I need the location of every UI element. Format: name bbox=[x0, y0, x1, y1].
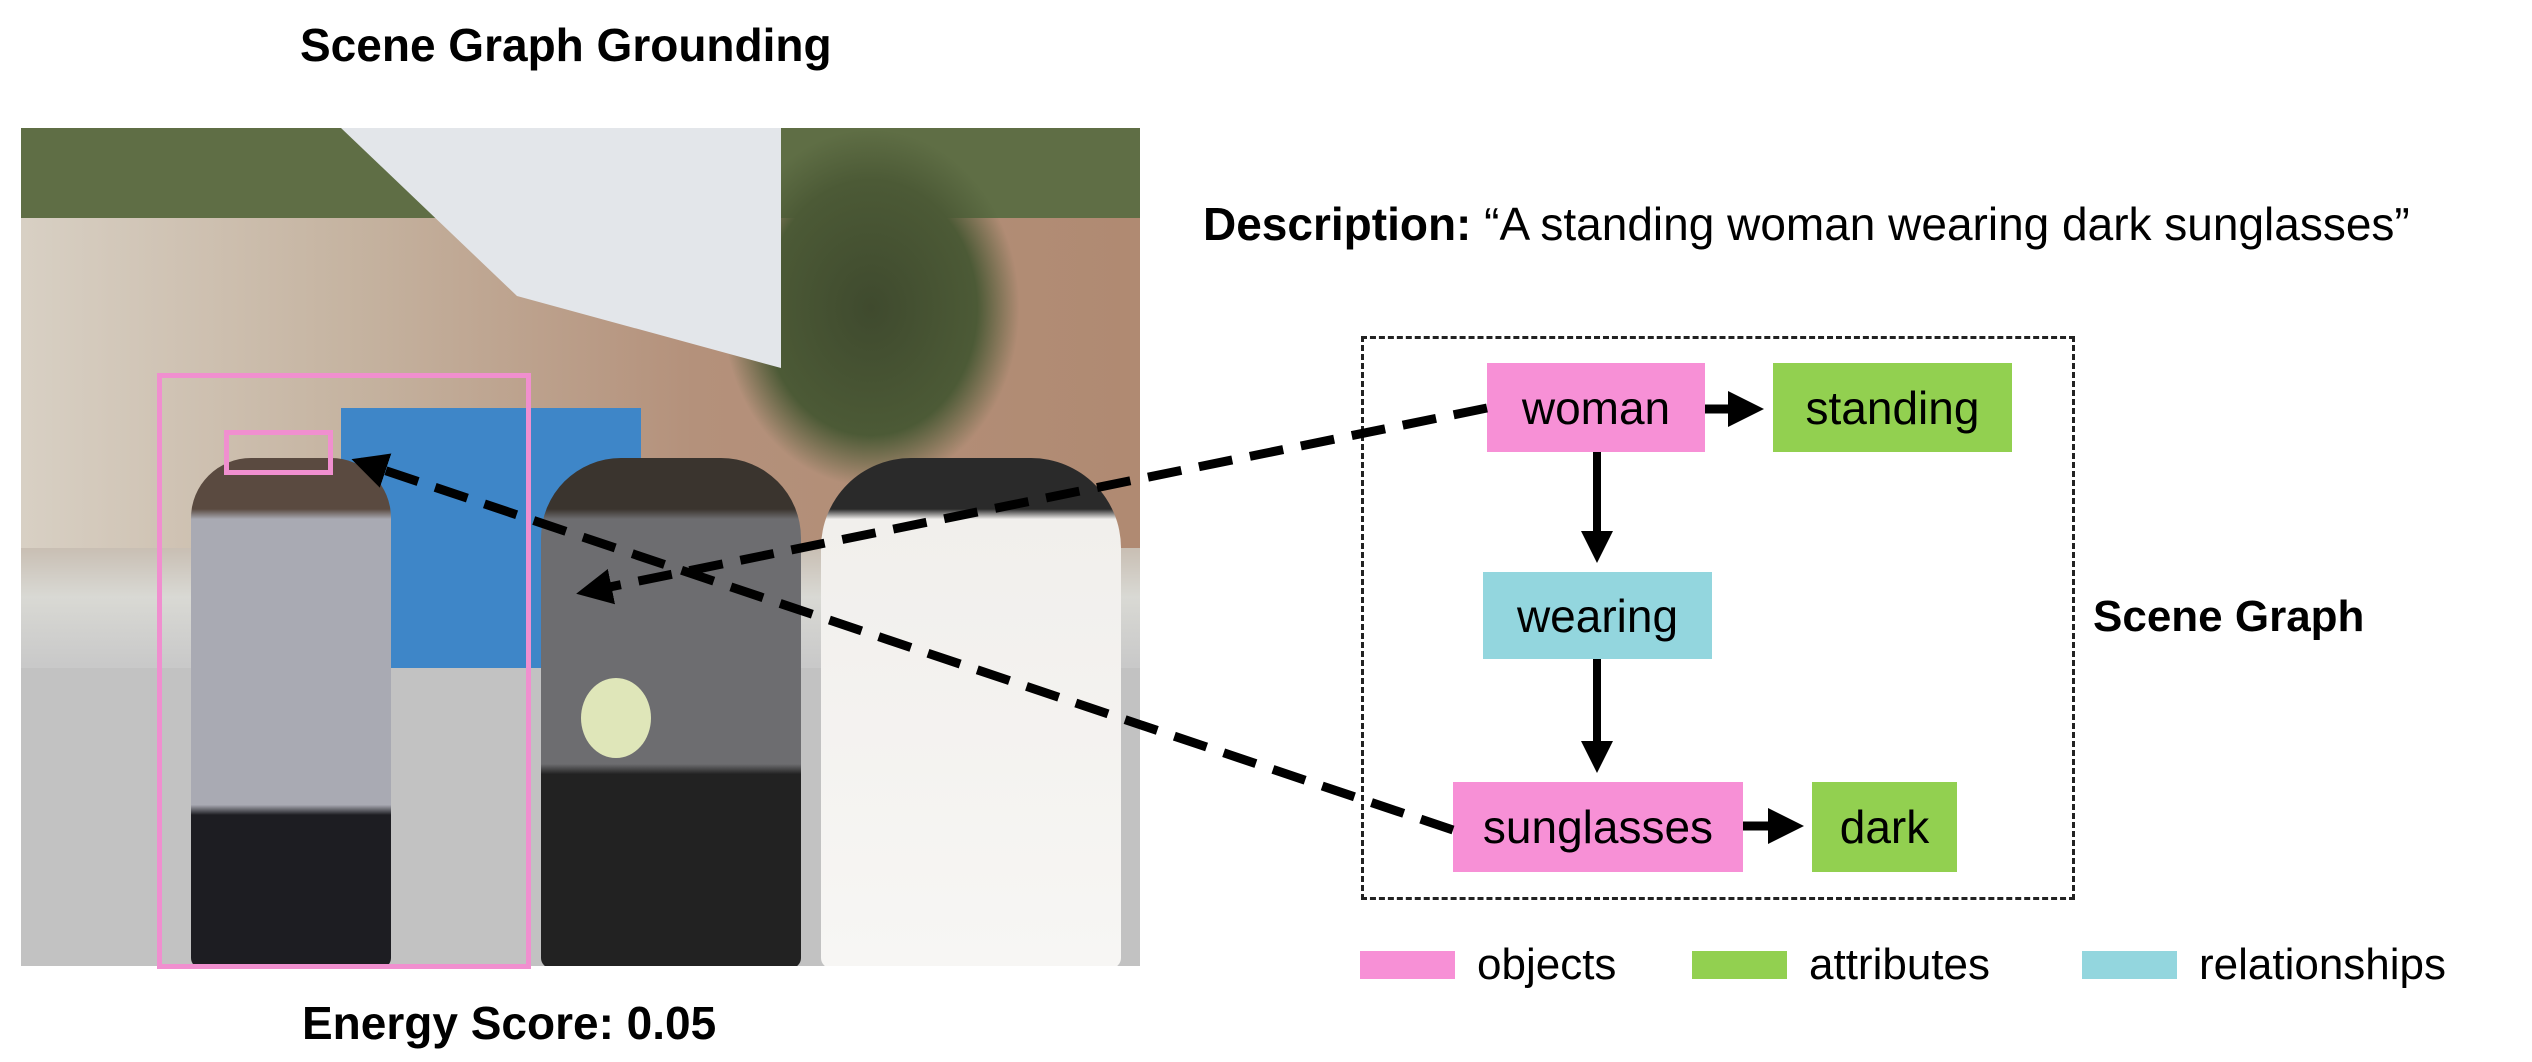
photo-bouquet bbox=[581, 678, 651, 758]
sunglasses-bounding-box bbox=[224, 430, 333, 475]
node-woman: woman bbox=[1487, 363, 1705, 452]
grounded-photo bbox=[21, 128, 1140, 966]
figure-title: Scene Graph Grounding bbox=[300, 19, 832, 71]
legend-label-relationships: relationships bbox=[2199, 940, 2447, 989]
node-label: standing bbox=[1805, 381, 1980, 434]
photo-bride-figure bbox=[821, 458, 1121, 966]
node-label: wearing bbox=[1516, 589, 1679, 642]
grounding-arrow-sunglasses bbox=[351, 453, 1455, 835]
node-standing: standing bbox=[1773, 363, 2012, 452]
scene-graph-frame bbox=[1361, 336, 2075, 900]
energy-score: Energy Score: 0.05 bbox=[302, 997, 717, 1049]
grounding-arrow-woman bbox=[576, 403, 1488, 605]
photo-woman-figure bbox=[191, 458, 391, 966]
legend-label-objects: objects bbox=[1477, 940, 1617, 989]
node-label: sunglasses bbox=[1482, 801, 1714, 853]
node-label: dark bbox=[1839, 801, 1930, 853]
node-label: woman bbox=[1521, 381, 1671, 434]
legend-item-attributes: attributes bbox=[1692, 940, 1990, 990]
legend-label-attributes: attributes bbox=[1809, 940, 1990, 989]
description: Description: “A standing woman wearing d… bbox=[1203, 197, 2410, 251]
description-text: “A standing woman wearing dark sunglasse… bbox=[1484, 198, 2410, 250]
woman-bounding-box bbox=[157, 373, 531, 969]
legend: objects bbox=[1360, 940, 1616, 990]
legend-swatch-relationships bbox=[2082, 951, 2177, 979]
legend-swatch-objects bbox=[1360, 951, 1455, 979]
legend-swatch-attributes bbox=[1692, 951, 1787, 979]
description-label: Description: bbox=[1203, 198, 1472, 250]
node-wearing: wearing bbox=[1483, 572, 1712, 659]
node-dark: dark bbox=[1812, 782, 1957, 872]
scene-graph-label: Scene Graph bbox=[2093, 592, 2365, 641]
node-sunglasses: sunglasses bbox=[1453, 782, 1743, 872]
legend-item-relationships: relationships bbox=[2082, 940, 2446, 990]
